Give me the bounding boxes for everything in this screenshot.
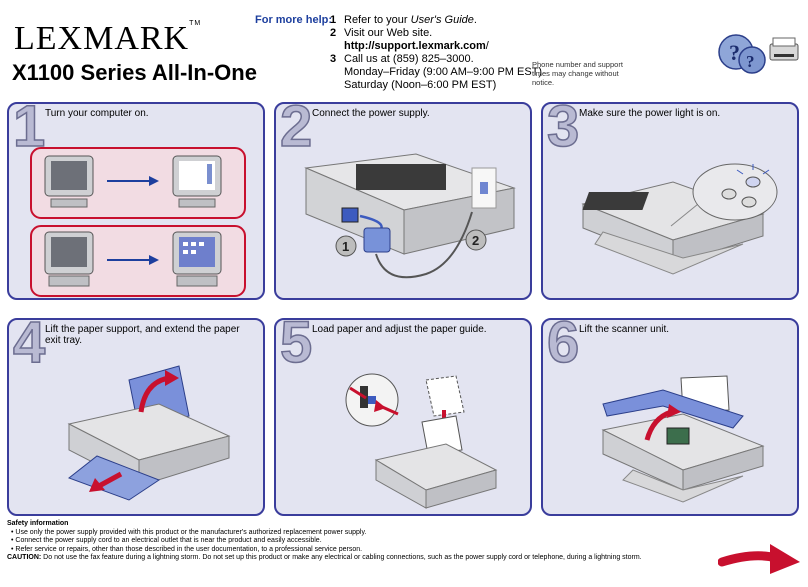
question-marks-icon: ? ? — [718, 34, 799, 74]
help-post: . — [473, 14, 477, 26]
computer-off-icon — [44, 231, 94, 287]
help-hours-weekday: Monday–Friday (9:00 AM–9:00 PM EST) — [344, 66, 543, 78]
help-item-2: 2 Visit our Web site. — [330, 27, 542, 40]
power-supply-illustration: 1 2 — [304, 153, 516, 279]
callout-2: 2 — [472, 233, 479, 248]
help-web-text: Visit our Web site. — [344, 27, 433, 39]
step-instruction: Turn your computer on. — [45, 108, 149, 119]
logo-text: LEXMARK — [14, 20, 190, 57]
product-title: X1100 Series All-In-One — [12, 60, 257, 85]
help-phone: Call us at (859) 825–3000. — [344, 53, 474, 65]
users-guide-title: User's Guide — [410, 14, 474, 26]
help-item-1: 1 Refer to your User's Guide. — [330, 14, 542, 27]
help-list: 1 Refer to your User's Guide. 2 Visit ou… — [330, 14, 542, 92]
help-num: 3 — [330, 53, 337, 65]
step-instruction: Make sure the power light is on. — [579, 108, 721, 119]
step-instruction: Connect the power supply. — [312, 108, 430, 119]
caution-note: CAUTION: Do not use the fax feature duri… — [7, 554, 697, 563]
power-light-illustration — [581, 163, 778, 275]
monitor-off-icon — [44, 155, 94, 208]
safety-bullet: Use only the power supply provided with … — [11, 529, 697, 538]
safety-bullet: Connect the power supply cord to an elec… — [11, 537, 697, 546]
monitor-on-icon — [172, 155, 222, 208]
computer-on-icon — [172, 231, 222, 287]
step-panel-6: 6 Lift the scanner unit. — [541, 318, 799, 516]
step-instruction: Load paper and adjust the paper guide. — [312, 324, 487, 335]
step-panel-3: 3 Make sure the power light is on. — [541, 102, 799, 300]
phone-note: Phone number and support times may chang… — [532, 60, 623, 87]
load-paper-illustration — [345, 373, 498, 509]
step-number: 5 — [279, 318, 313, 375]
step-number: 4 — [12, 318, 46, 375]
next-page-arrow-icon — [718, 544, 800, 574]
step-number: 1 — [12, 102, 46, 159]
step-panel-1: 1 Turn your computer on. — [7, 102, 265, 300]
safety-information: Safety information Use only the power su… — [7, 520, 697, 563]
caution-label: CAUTION: — [7, 554, 42, 561]
help-label: For more help: — [255, 14, 333, 26]
step-panel-4: 4 Lift the paper support, and extend the… — [7, 318, 265, 516]
svg-text:?: ? — [746, 52, 755, 71]
step-number: 3 — [546, 102, 580, 159]
step-instruction: Lift the paper support, and extend the p… — [45, 324, 240, 346]
help-item-3: 3 Call us at (859) 825–3000. — [330, 53, 542, 66]
computer-power-on-illustration — [30, 147, 246, 297]
url-suffix: / — [485, 40, 489, 52]
safety-heading: Safety information — [7, 520, 69, 527]
help-num: 1 — [330, 14, 337, 26]
help-pre: Refer to your — [344, 14, 411, 26]
paper-support-illustration — [67, 365, 231, 501]
trademark-mark: TM — [189, 20, 202, 27]
svg-text:?: ? — [729, 40, 740, 65]
step-number: 6 — [546, 318, 580, 375]
caution-text: Do not use the fax feature during a ligh… — [43, 554, 642, 561]
help-hours-saturday: Saturday (Noon–6:00 PM EST) — [344, 79, 497, 91]
help-url-line: http://support.lexmark.com/ — [330, 40, 542, 53]
help-item-text: Refer to your User's Guide. — [344, 14, 477, 27]
step-instruction: Lift the scanner unit. — [579, 324, 670, 335]
scanner-unit-illustration — [601, 375, 765, 503]
step-number: 2 — [279, 102, 313, 159]
help-num: 2 — [330, 27, 337, 39]
callout-1: 1 — [342, 239, 349, 254]
support-url-link[interactable]: http://support.lexmark.com — [344, 40, 486, 52]
safety-list: Use only the power supply provided with … — [7, 529, 697, 555]
safety-bullet: Refer service or repairs, other than tho… — [11, 546, 697, 555]
lexmark-logo: LEXMARKTM — [14, 20, 201, 58]
step-panel-2: 1 2 2 Connect the power supply. — [274, 102, 532, 300]
step-panel-5: 5 Load paper and adjust the paper guide. — [274, 318, 532, 516]
